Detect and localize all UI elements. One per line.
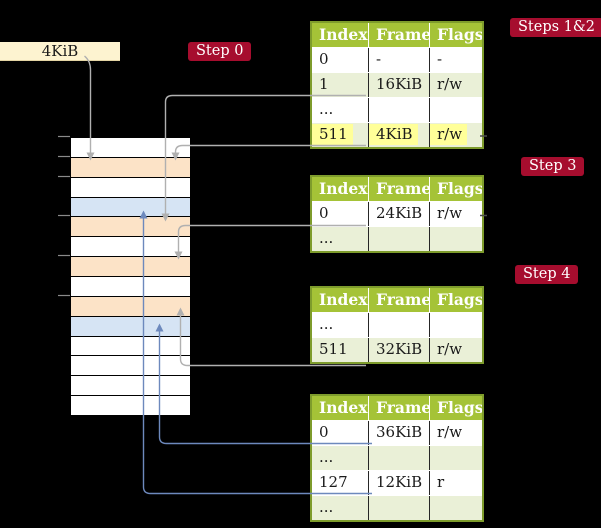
- table-cell: 36KiB: [369, 421, 430, 445]
- memory-row-5: [71, 237, 190, 258]
- table-cell: 0: [312, 48, 369, 72]
- memory-row-13: [71, 396, 190, 416]
- memory-row-8: [71, 296, 190, 317]
- column-header: Frame: [369, 396, 430, 420]
- memory-row-3: [71, 197, 190, 218]
- table-cell: r: [437, 473, 445, 491]
- memory-row-1: [71, 157, 190, 178]
- table-cell: -: [369, 48, 430, 72]
- step-badge-3: Step 3: [521, 157, 585, 176]
- table-cell: ...: [312, 98, 369, 122]
- table-cell: [369, 496, 430, 520]
- column-header: Frame: [369, 23, 430, 47]
- table-cell: r/w: [437, 204, 463, 222]
- table-row: 511 4KiB r/w: [312, 122, 482, 147]
- table-row: ...: [312, 226, 482, 251]
- column-header: Frame: [369, 177, 430, 201]
- table-cell: ...: [312, 446, 369, 470]
- column-header: Index: [312, 396, 369, 420]
- table-cell: 16KiB: [369, 73, 430, 97]
- column-header: Index: [312, 288, 369, 312]
- column-header: Index: [312, 177, 369, 201]
- table-cell: [430, 313, 482, 337]
- column-header: Flags: [430, 396, 482, 420]
- table-cell: 127: [312, 471, 369, 495]
- table-cell: [369, 98, 430, 122]
- table-cell: r/w: [437, 423, 463, 441]
- table-cell: 24KiB: [369, 202, 430, 226]
- table-cell: 0: [312, 202, 369, 226]
- table-cell: 4KiB: [369, 123, 430, 147]
- physical-memory-strip: [70, 137, 191, 416]
- memory-row-4: [71, 217, 190, 238]
- table-cell: r/w: [437, 340, 463, 358]
- step-badge-4: Step 4: [515, 265, 579, 284]
- memory-row-0: [71, 138, 190, 158]
- table-row: ...: [312, 97, 482, 122]
- table-row: 0--: [312, 47, 482, 72]
- table-cell: 12KiB: [369, 471, 430, 495]
- table-cell: -: [437, 50, 443, 68]
- table-cell: 511: [312, 123, 369, 147]
- table-cell: 511: [312, 338, 369, 362]
- step-badge-1-2: Steps 1&2: [510, 18, 601, 37]
- highlighted-value: 4KiB: [369, 124, 418, 145]
- table-cell: ...: [312, 227, 369, 251]
- column-header: Flags: [430, 177, 482, 201]
- memory-row-6: [71, 257, 190, 278]
- table-cell: r/w: [430, 123, 482, 147]
- memory-address-ticks: [58, 135, 70, 297]
- highlighted-value: 511: [312, 124, 353, 145]
- table-cell: 32KiB: [369, 338, 430, 362]
- column-header: Flags: [430, 23, 482, 47]
- table-cell: [369, 227, 430, 251]
- table-cell: [369, 446, 430, 470]
- table-cell: [430, 227, 482, 251]
- column-header: Frame: [369, 288, 430, 312]
- column-header: Flags: [430, 288, 482, 312]
- column-header: Index: [312, 23, 369, 47]
- table-cell: ...: [312, 313, 369, 337]
- memory-row-9: [71, 316, 190, 337]
- step-badge-0: Step 0: [188, 42, 252, 61]
- table-row: ...: [312, 445, 482, 470]
- table-cell: [430, 446, 482, 470]
- memory-row-12: [71, 376, 190, 397]
- frame-size-label: 4KiB: [0, 42, 120, 61]
- table-cell: ...: [312, 496, 369, 520]
- table-cell: 0: [312, 421, 369, 445]
- memory-row-11: [71, 356, 190, 377]
- memory-row-7: [71, 277, 190, 297]
- highlighted-value: r/w: [430, 124, 468, 145]
- table-cell: [369, 313, 430, 337]
- table-cell: [430, 496, 482, 520]
- table-cell: 1: [312, 73, 369, 97]
- table-row: ...: [312, 495, 482, 520]
- memory-row-10: [71, 336, 190, 357]
- table-row: ...: [312, 312, 482, 337]
- memory-row-2: [71, 177, 190, 198]
- table-cell: r/w: [437, 75, 463, 93]
- table-cell: [430, 98, 482, 122]
